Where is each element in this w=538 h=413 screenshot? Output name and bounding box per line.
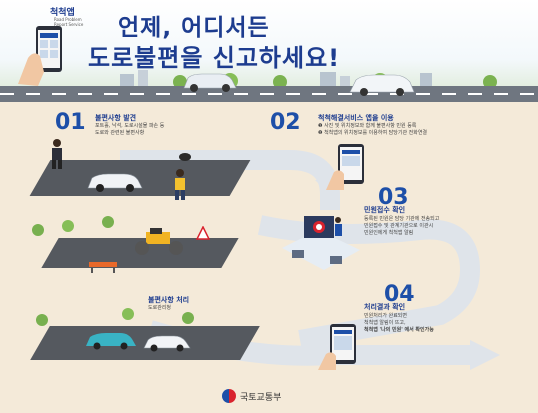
- step-fix-desc: 도로관리청: [148, 305, 172, 311]
- page-title-line1: 언제, 어디서든: [118, 15, 270, 41]
- tree-icon: [32, 216, 114, 236]
- header-banner: 척척앱 Road Problem Report Service 언제, 어디서든…: [0, 0, 538, 102]
- person-icon: [52, 139, 62, 169]
- step-1-desc-line2: 도로와 관련된 불편사항: [95, 130, 145, 136]
- page-title-line2: 도로불편을 신고하세요!: [88, 44, 341, 72]
- warning-sign-icon: [196, 226, 210, 240]
- ministry-name: 국토교통부: [240, 393, 282, 403]
- step-1-number: 01: [55, 110, 86, 135]
- step-3-desc-line3: 민원인에게 척척앱 알림: [364, 230, 414, 236]
- step-4-title: 처리결과 확인: [364, 303, 406, 311]
- step-4-desc-line2: 척척앱 알림이 뜨고,: [364, 320, 406, 326]
- person-icon: [175, 169, 185, 200]
- car-icon: [87, 173, 143, 192]
- phone-in-hand-icon: [318, 324, 356, 370]
- step-2-desc-line2: ❷ 척척앱의 위치정보를 이용하여 담당기관 전화연결: [318, 130, 428, 136]
- step-3-desc-line2: 민원접수 및 관계기관으로 이관시: [364, 223, 434, 229]
- step-3-number: 03: [378, 185, 409, 210]
- step-2-desc-line1: ❶ 사진 및 위치정보와 함께 불편사항 민원 등록: [318, 123, 417, 129]
- car-icon: [143, 335, 191, 352]
- car-icon: [183, 73, 237, 92]
- step-4-number: 04: [384, 282, 415, 307]
- road-barrier-icon: [89, 262, 117, 273]
- phone-in-hand-icon: [18, 26, 62, 86]
- car-icon: [349, 74, 415, 96]
- step-4-desc-line1: 민원처리가 완료되면: [364, 313, 407, 319]
- office-workers-icon: [282, 216, 360, 270]
- step-fix-title: 불편사항 처리: [148, 296, 190, 304]
- ministry-logo-icon: [222, 389, 236, 403]
- step-3-desc-line1: 등록된 민원은 담당 기관에 전송되고: [364, 216, 440, 222]
- pothole-icon: [179, 153, 191, 161]
- step-2-number: 02: [270, 110, 301, 135]
- road-roller-icon: [135, 228, 183, 255]
- step-3-title: 민원접수 확인: [364, 206, 406, 214]
- tree-icon: [36, 308, 194, 326]
- app-subtitle: Road Problem Report Service: [54, 17, 84, 27]
- step-2-title: 척척해결서비스 앱을 이용: [318, 114, 394, 122]
- step-4-desc-line3: 척척앱 '나의 민원' 에서 확인가능: [364, 327, 434, 333]
- car-icon: [86, 333, 136, 350]
- step-1-title: 불편사항 발견: [95, 114, 137, 122]
- step-1-desc-line1: 포트홀, 낙석, 도로시설물 파손 등: [95, 123, 165, 129]
- top-road-lane-line: [0, 93, 538, 95]
- app-name: 척척앱: [50, 8, 75, 18]
- phone-in-hand-icon: [326, 144, 364, 190]
